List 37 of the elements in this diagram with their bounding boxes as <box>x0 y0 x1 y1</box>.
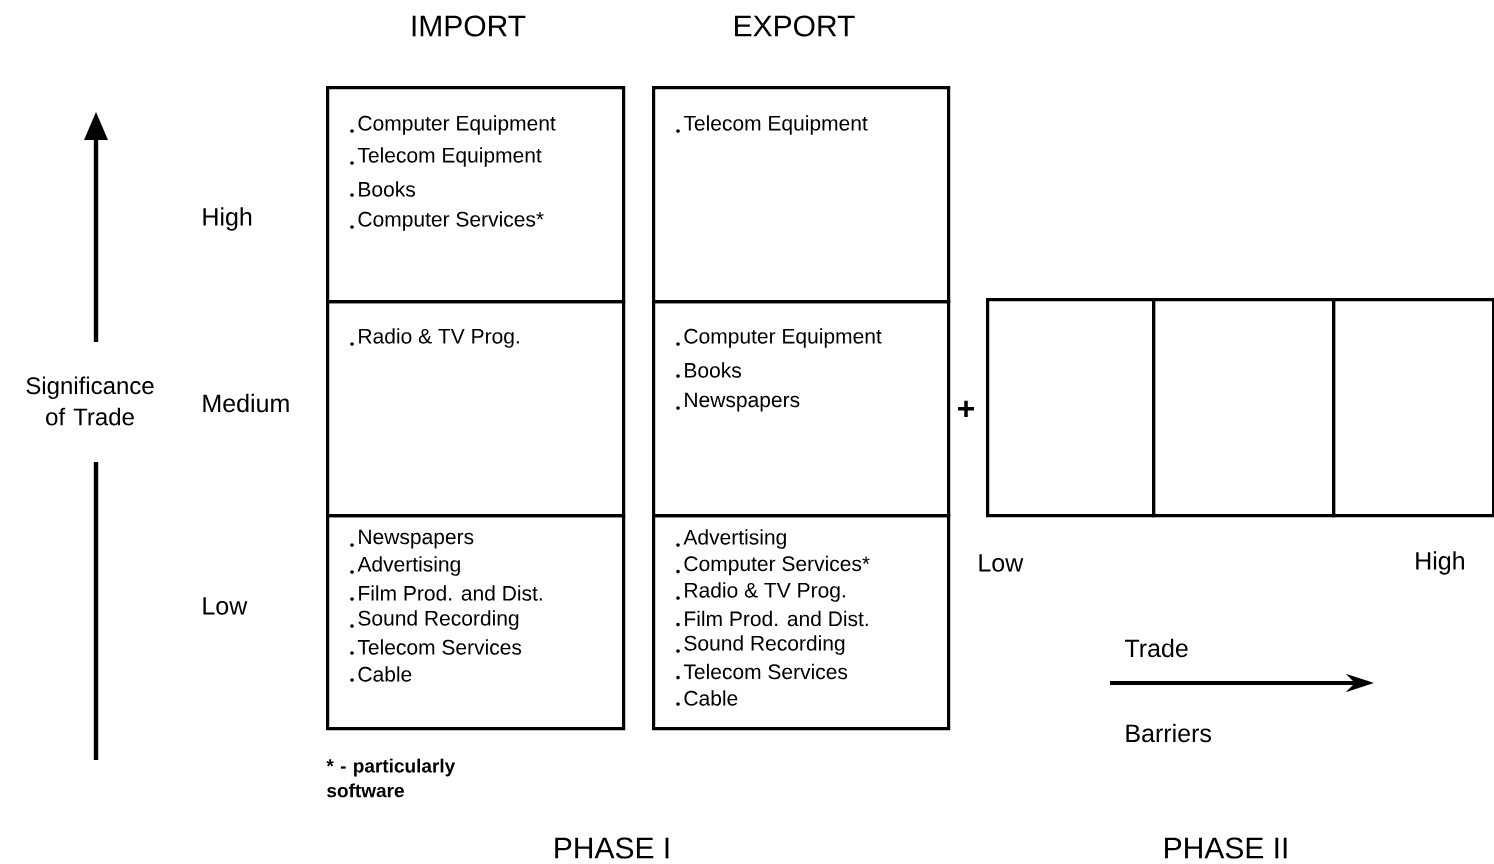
list-item: Film Prod. and Dist. <box>676 610 868 627</box>
scale-label: High <box>1416 551 1464 575</box>
phase-label: PHASE II <box>1165 837 1287 859</box>
row-label: Medium <box>203 393 289 413</box>
list-item: Books <box>350 181 415 197</box>
list-item: Newspapers <box>676 392 800 412</box>
list-item: Telecom Equipment <box>350 147 542 167</box>
list-item: Computer Services* <box>676 555 870 576</box>
list-item: Computer Equipment <box>676 328 882 348</box>
list-item: Advertising <box>350 556 460 576</box>
list-item: Telecom Equipment <box>676 115 868 135</box>
axis-title: Barriers <box>1126 723 1211 743</box>
column-heading: IMPORT <box>412 15 526 37</box>
column-heading: EXPORT <box>735 15 855 37</box>
axis-title: Significance of Trade <box>26 376 154 426</box>
list-item: Books <box>676 362 741 378</box>
list-item: Advertising <box>676 529 786 549</box>
scale-label: Low <box>979 554 1024 572</box>
list-item: Cable <box>350 666 412 682</box>
list-item: Radio & TV Prog. <box>676 582 845 602</box>
row-label: Low <box>203 597 248 615</box>
list-item: Cable <box>676 690 738 706</box>
list-item: Sound Recording <box>676 635 845 655</box>
list-item: Sound Recording <box>350 610 519 630</box>
phase-label: PHASE I <box>555 837 669 859</box>
list-item: Film Prod. and Dist. <box>350 585 542 601</box>
empty-cell <box>1332 298 1494 518</box>
footnote: * - particularly software <box>326 758 456 798</box>
axis-title: Trade <box>1125 638 1188 658</box>
list-item: Computer Services* <box>350 211 544 231</box>
row-label: High <box>203 207 252 231</box>
list-item: Telecom Services <box>350 639 522 655</box>
list-item: Computer Equipment <box>350 115 556 135</box>
list-item: Radio & TV Prog. <box>350 328 519 348</box>
plus-sign: + <box>958 400 975 417</box>
list-item: Newspapers <box>350 529 474 549</box>
list-item: Telecom Services <box>676 663 848 680</box>
